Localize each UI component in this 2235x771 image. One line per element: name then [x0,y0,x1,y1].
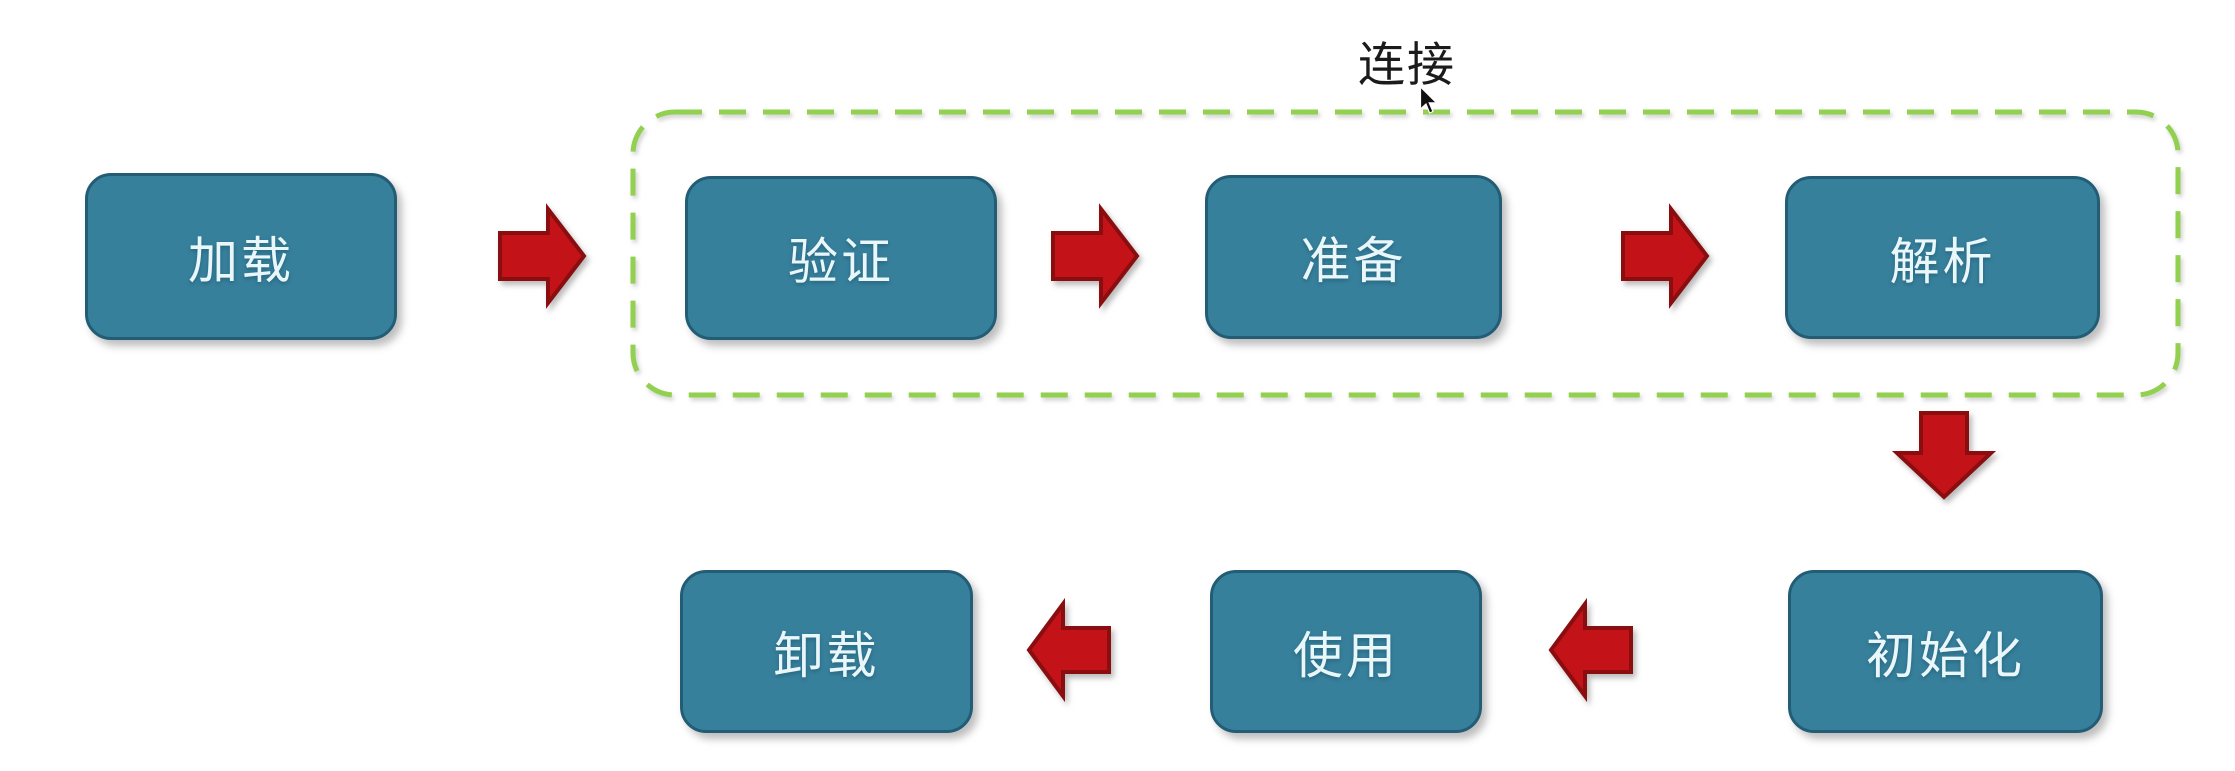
linking-group-label: 连接 [1358,38,1456,91]
node-unload-label: 卸载 [773,627,880,684]
arrow-right-icon [1051,203,1140,309]
node-resolve: 解析 [1785,176,2100,339]
node-initialize: 初始化 [1788,570,2103,733]
node-resolve-label: 解析 [1889,233,1996,290]
node-prepare: 准备 [1205,175,1502,339]
node-unload: 卸载 [680,570,973,733]
linking-group-border [630,109,2181,398]
mouse-cursor-icon [1419,86,1438,114]
node-load: 加载 [85,173,397,340]
node-verify: 验证 [685,176,997,340]
arrow-left-icon [1026,597,1111,703]
node-use-label: 使用 [1293,627,1399,684]
node-initialize-label: 初始化 [1866,627,2025,684]
arrow-right-icon [498,203,587,309]
node-verify-label: 验证 [788,234,894,290]
arrow-down-icon [1891,411,1997,500]
arrow-left-icon [1548,597,1633,703]
node-use: 使用 [1210,570,1482,733]
arrow-right-icon [1621,203,1710,309]
node-load-label: 加载 [188,232,294,289]
node-prepare-label: 准备 [1300,233,1407,289]
